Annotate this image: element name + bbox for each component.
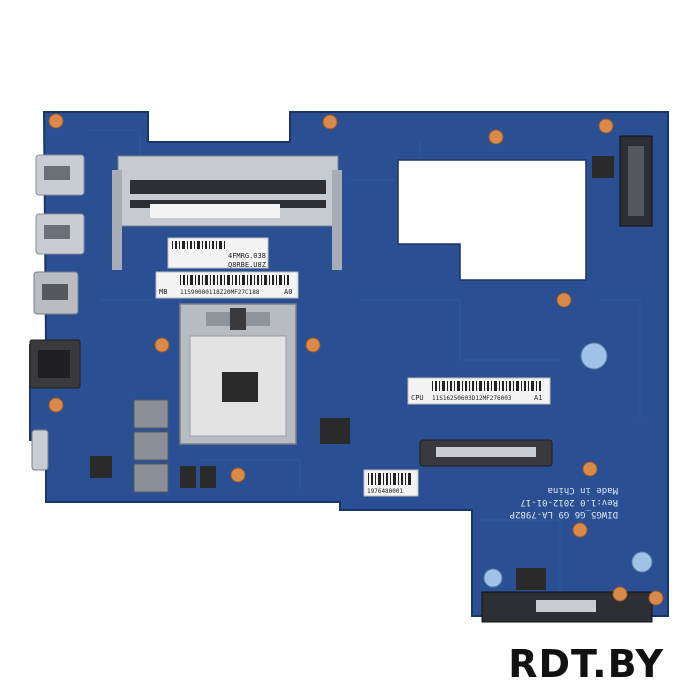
- power-chokes: [133, 399, 169, 493]
- mb-label-block: 4FMRG.038 Q8RBE.U8Z: [167, 237, 269, 269]
- chipset-chips: [90, 156, 614, 590]
- small-label-text: 1976480001: [367, 488, 404, 495]
- usb-port-1: [35, 154, 85, 196]
- capacitor: [483, 342, 653, 588]
- mb-serial-label: MB 11S90000118Z20MF27C188 A0: [155, 271, 299, 299]
- silk-line-2: Rev:1.0 2012-01-17: [520, 497, 618, 507]
- board-cutout: [397, 159, 587, 281]
- mb-label-mid-text: Q8RBE.U8Z: [228, 261, 266, 269]
- right-connector: [619, 135, 653, 227]
- cpu-prefix-text: CPU: [411, 394, 424, 402]
- mb-label-top-text: 4FMRG.038: [228, 252, 266, 260]
- barcode-mb: [180, 275, 289, 285]
- barcode-cpu: [432, 381, 541, 391]
- ram-slot: [112, 155, 342, 270]
- silk-line-1: DIWG5_G6 G9 LA-7982P: [509, 509, 618, 519]
- cpu-socket: [179, 303, 297, 445]
- hdmi-port: [33, 271, 79, 315]
- vga-port: [31, 429, 49, 471]
- mb-prefix-text: MB: [159, 288, 167, 296]
- cpu-serial-text: 11S16250603D12MF276003: [432, 395, 512, 402]
- cpu-suffix-text: A1: [534, 394, 542, 402]
- silk-line-3: Made in China: [548, 485, 618, 495]
- usb-port-2: [35, 213, 85, 255]
- barcode-top: [172, 241, 225, 249]
- cpu-serial-label: CPU 11S16250603D12MF276003 A1: [407, 377, 551, 405]
- mb-suffix-text: A0: [284, 288, 292, 296]
- sata-connector: [419, 439, 553, 467]
- small-label: 1976480001: [363, 469, 419, 497]
- watermark: RDT.BY: [508, 642, 664, 686]
- ethernet-port: [29, 339, 81, 389]
- mb-serial-text: 11S90000118Z20MF27C188: [180, 289, 260, 296]
- mounting-holes: [48, 113, 664, 606]
- silkscreen-text: DIWG5_G6 G9 LA-7982P Rev:1.0 2012-01-17 …: [509, 485, 618, 519]
